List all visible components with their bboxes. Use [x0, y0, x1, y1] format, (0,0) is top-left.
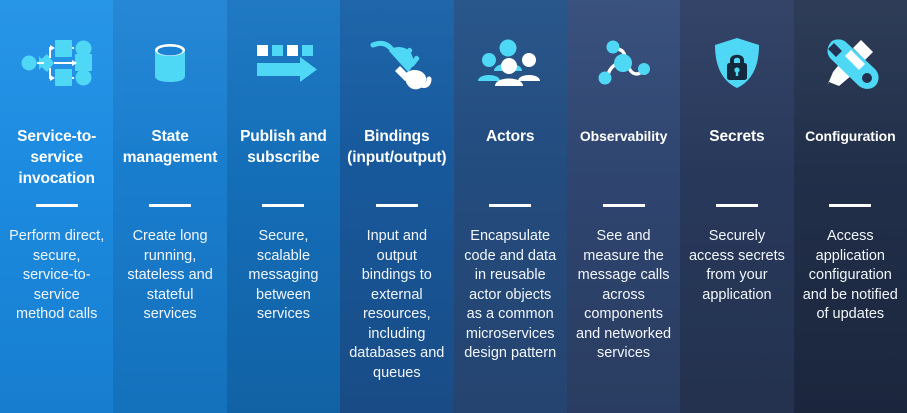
shield-lock-icon: [680, 0, 793, 126]
card-title: Actors: [485, 128, 535, 145]
node-graph-icon: [567, 0, 680, 126]
card-title: Service-to-service invocation: [17, 128, 97, 187]
title-divider: [715, 204, 758, 207]
title-divider: [375, 204, 418, 207]
plug-and-socket-icon: [340, 0, 453, 126]
title-divider: [149, 204, 192, 207]
card-publish-and-subscribe[interactable]: Publish and subscribe Secure, scalable m…: [226, 0, 341, 413]
card-title: Bindings (input/output): [347, 128, 447, 166]
card-description: Input and output bindings to external re…: [349, 228, 445, 381]
wrench-brush-icon: [794, 0, 907, 126]
card-description: Create long running, stateless and state…: [127, 228, 213, 322]
card-configuration[interactable]: Configuration Access application configu…: [793, 0, 907, 413]
card-title: Configuration: [805, 128, 896, 144]
card-title: Publish and subscribe: [240, 128, 327, 166]
card-title: Secrets: [709, 128, 765, 145]
card-observability[interactable]: Observability See and measure the messag…: [566, 0, 681, 413]
card-description: Access application configuration and be …: [802, 228, 898, 322]
card-title: State management: [122, 128, 218, 166]
title-divider: [35, 204, 78, 207]
title-divider: [489, 204, 532, 207]
message-queue-arrow-icon: [227, 0, 340, 126]
title-divider: [602, 204, 645, 207]
card-state-management[interactable]: State management Create long running, st…: [113, 0, 227, 413]
card-description: Secure, scalable messaging between servi…: [248, 228, 319, 322]
card-description: Encapsulate code and data in reusable ac…: [464, 228, 557, 361]
card-secrets[interactable]: Secrets Securely access secrets from you…: [680, 0, 794, 413]
card-bindings-input-output[interactable]: Bindings (input/output) Input and output…: [340, 0, 454, 413]
card-actors[interactable]: Actors Encapsulate code and data in reus…: [453, 0, 567, 413]
card-description: Securely access secrets from your applic…: [688, 228, 785, 303]
title-divider: [829, 204, 872, 207]
service-invocation-icon: [0, 0, 113, 126]
card-service-to-service-invocation[interactable]: Service-to-service invocation Perform di…: [0, 0, 114, 413]
people-group-icon: [454, 0, 567, 126]
card-title: Observability: [579, 128, 668, 144]
card-description: See and measure the message calls across…: [576, 228, 672, 361]
database-cylinder-icon: [113, 0, 226, 126]
card-description: Perform direct, secure, service-to-servi…: [9, 228, 105, 322]
title-divider: [262, 204, 305, 207]
